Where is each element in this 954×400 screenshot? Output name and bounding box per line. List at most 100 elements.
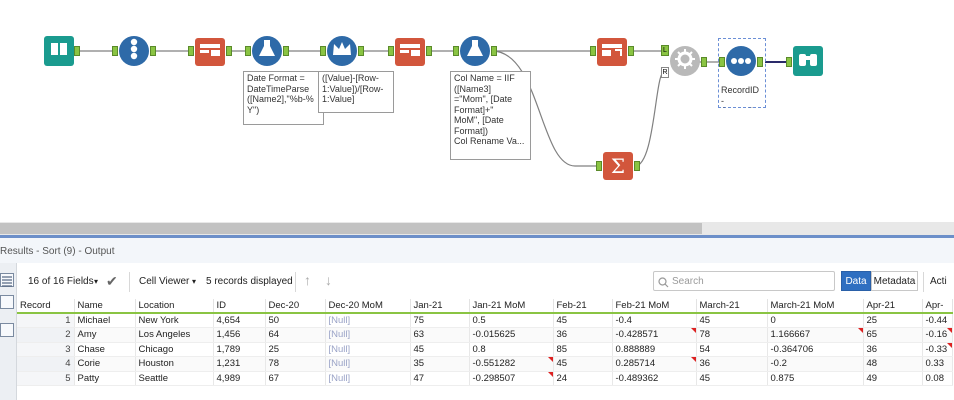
table-cell[interactable]: 75	[410, 313, 470, 328]
input-data-tool[interactable]	[44, 36, 74, 66]
table-cell[interactable]: [Null]	[325, 356, 411, 372]
transpose-tool-2[interactable]	[395, 38, 425, 66]
table-cell[interactable]: -0.16	[922, 327, 953, 343]
table-cell[interactable]: 1,456	[213, 327, 266, 343]
table-cell[interactable]: 0.8	[469, 342, 554, 357]
table-cell[interactable]: 0.33	[922, 356, 953, 372]
table-cell[interactable]: 85	[553, 342, 613, 357]
join-tool[interactable]	[670, 46, 700, 76]
table-cell[interactable]: -0.33	[922, 342, 953, 357]
metadata-tab-button[interactable]: Metadata	[871, 271, 918, 291]
table-cell[interactable]: Seattle	[135, 371, 214, 386]
input-anchor[interactable]	[596, 161, 602, 171]
table-cell[interactable]: 65	[863, 327, 923, 343]
column-header[interactable]: Apr-21	[863, 299, 923, 314]
table-cell[interactable]: 45	[553, 356, 613, 372]
table-cell[interactable]: 1,789	[213, 342, 266, 357]
table-cell[interactable]: Chase	[74, 342, 136, 357]
search-box[interactable]	[653, 271, 835, 291]
column-header[interactable]: Dec-20 MoM	[325, 299, 411, 314]
table-cell[interactable]: 36	[863, 342, 923, 357]
column-header[interactable]: Record	[17, 299, 75, 314]
input-anchor[interactable]	[453, 46, 459, 56]
table-cell[interactable]: 25	[863, 313, 923, 328]
table-cell[interactable]: 35	[410, 356, 470, 372]
table-cell[interactable]: 64	[265, 327, 326, 343]
table-cell[interactable]: 49	[863, 371, 923, 386]
input-anchor[interactable]	[388, 46, 394, 56]
arrow-up-icon[interactable]: ↑	[304, 272, 311, 288]
table-cell[interactable]: 47	[410, 371, 470, 386]
column-header[interactable]: Jan-21 MoM	[469, 299, 554, 314]
search-input[interactable]	[672, 273, 830, 289]
output-anchor[interactable]	[701, 57, 707, 67]
table-cell[interactable]: -0.2	[767, 356, 864, 372]
table-cell[interactable]: 25	[265, 342, 326, 357]
table-cell[interactable]: 0.888889	[612, 342, 697, 357]
record-number-cell[interactable]: 5	[17, 371, 75, 386]
table-cell[interactable]: -0.4	[612, 313, 697, 328]
column-header[interactable]: March-21 MoM	[767, 299, 864, 314]
table-cell[interactable]: 4,654	[213, 313, 266, 328]
column-header[interactable]: Dec-20	[265, 299, 326, 314]
table-cell[interactable]: 1,231	[213, 356, 266, 372]
table-cell[interactable]: 0.875	[767, 371, 864, 386]
table-cell[interactable]: Los Angeles	[135, 327, 214, 343]
cross-tab-tool[interactable]	[597, 38, 627, 66]
table-cell[interactable]: 0.285714	[612, 356, 697, 372]
input-anchor[interactable]	[112, 46, 118, 56]
check-icon[interactable]: ✔	[106, 273, 118, 289]
formula-tool-2[interactable]	[460, 36, 490, 66]
table-cell[interactable]: 63	[410, 327, 470, 343]
table-cell[interactable]: 50	[265, 313, 326, 328]
table-cell[interactable]: -0.428571	[612, 327, 697, 343]
table-cell[interactable]: 78	[265, 356, 326, 372]
transpose-tool-1[interactable]	[195, 38, 225, 66]
list-view-icon[interactable]	[0, 273, 14, 287]
table-cell[interactable]: 0.08	[922, 371, 953, 386]
input-anchor[interactable]	[188, 46, 194, 56]
table-cell[interactable]: 0	[767, 313, 864, 328]
cell-viewer-dropdown[interactable]: Cell Viewer	[139, 276, 190, 287]
table-cell[interactable]: Chicago	[135, 342, 214, 357]
output-anchor[interactable]	[634, 161, 640, 171]
table-cell[interactable]: 36	[696, 356, 768, 372]
table-cell[interactable]: 24	[553, 371, 613, 386]
table-cell[interactable]: Patty	[74, 371, 136, 386]
output-anchor[interactable]	[358, 46, 364, 56]
formula-tool-1[interactable]	[252, 36, 282, 66]
join-left-anchor[interactable]: L	[661, 45, 669, 56]
input-anchor[interactable]	[786, 57, 792, 67]
table-cell[interactable]: 48	[863, 356, 923, 372]
output-anchor[interactable]	[491, 46, 497, 56]
record-number-cell[interactable]: 3	[17, 342, 75, 357]
arrow-down-icon[interactable]: ↓	[325, 272, 332, 288]
table-cell[interactable]: -0.489362	[612, 371, 697, 386]
sort-tool[interactable]	[726, 46, 756, 76]
table-cell[interactable]: 45	[410, 342, 470, 357]
output-anchor[interactable]	[426, 46, 432, 56]
table-cell[interactable]: Michael	[74, 313, 136, 328]
browse-tool[interactable]	[793, 46, 823, 76]
table-cell[interactable]: Houston	[135, 356, 214, 372]
record-number-cell[interactable]: 1	[17, 313, 75, 328]
column-header[interactable]: Jan-21	[410, 299, 470, 314]
table-cell[interactable]: Corie	[74, 356, 136, 372]
multi-row-formula-tool[interactable]	[327, 36, 357, 66]
join-right-anchor[interactable]: R	[661, 67, 669, 78]
output-anchor[interactable]	[226, 46, 232, 56]
table-cell[interactable]: 36	[553, 327, 613, 343]
input-anchor-view-icon[interactable]	[0, 295, 14, 309]
column-header[interactable]: Location	[135, 299, 214, 314]
table-cell[interactable]: 1.166667	[767, 327, 864, 343]
output-anchor[interactable]	[150, 46, 156, 56]
fields-dropdown[interactable]: 16 of 16 Fields	[28, 276, 94, 287]
table-cell[interactable]: [Null]	[325, 371, 411, 386]
output-anchor[interactable]	[283, 46, 289, 56]
table-cell[interactable]: -0.44	[922, 313, 953, 328]
